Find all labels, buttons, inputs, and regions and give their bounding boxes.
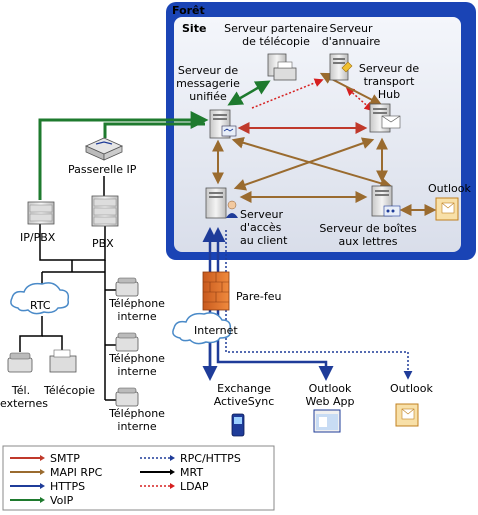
legend-arrowhead [40, 455, 45, 461]
legend-item-mrt-label: MRT [180, 466, 204, 479]
voip-link-gateway-um [103, 122, 205, 138]
hub-transport-server-icon [369, 103, 401, 133]
ip-pbx-label: IP/PBX [20, 231, 56, 244]
ip-pbx-icon [27, 201, 55, 225]
legend-arrowhead [40, 469, 45, 475]
mapi-link-hub-cas [233, 137, 375, 191]
mailbox-server-icon [371, 185, 401, 217]
legend-item-smtp-label: SMTP [50, 452, 80, 465]
external-phone-icon [7, 352, 33, 373]
outlook-bottom-icon [395, 403, 419, 427]
fax-label: Télécopie [44, 384, 96, 397]
legend-item-mapi-label: MAPI RPC [50, 466, 103, 479]
internet-cloud-icon [172, 312, 232, 345]
legend-box [2, 445, 275, 511]
legend-item-https-label: HTTPS [50, 480, 86, 493]
legend-swatches [10, 455, 175, 503]
pbx-icon [91, 195, 119, 227]
internal-phone-3-icon [115, 387, 139, 407]
directory-server-icon [329, 53, 353, 81]
fax-partner-server-icon [267, 53, 297, 81]
internal-phone-1-icon [115, 277, 139, 297]
ip-gateway-label: Passerelle IP [68, 163, 137, 176]
legend-arrowhead [170, 455, 175, 461]
legend-arrowhead [170, 469, 175, 475]
mrt-rtc-to-devices [19, 316, 43, 352]
rtc-label: RTC [30, 299, 51, 312]
outlook-top-icon [435, 197, 459, 221]
voip-link-ippbx-um [38, 111, 209, 200]
internal-phone-2-icon [115, 332, 139, 352]
mrt-rtc-to-fax [42, 335, 63, 352]
ip-gateway-icon [85, 137, 123, 161]
external-phone-label: Tél.externes [0, 384, 48, 410]
legend-item-voip-label: VoIP [50, 494, 74, 507]
client-access-server-icon [205, 187, 238, 219]
forest-title: Forêt [172, 4, 205, 17]
outlook-web-app-icon [313, 409, 341, 433]
outlook-top-label: Outlook [428, 182, 471, 195]
legend-arrowhead [170, 483, 175, 489]
outlook-bottom-label: Outlook [390, 382, 433, 395]
firewall-icon [202, 271, 230, 311]
pbx-label: PBX [92, 237, 114, 250]
fax-machine-icon [49, 349, 77, 373]
legend-item-rpchttps-label: RPC/HTTPS [180, 452, 241, 465]
internet-label: Internet [194, 324, 238, 337]
site-title: Site [182, 22, 207, 35]
legend-arrowhead [40, 497, 45, 503]
legend-arrowhead [40, 483, 45, 489]
legend-item-ldap-label: LDAP [180, 480, 209, 493]
unified-messaging-server-icon [209, 109, 237, 139]
voip-link-um-fax [227, 80, 271, 106]
rtc-cloud-icon [10, 282, 70, 315]
firewall-label: Pare-feu [236, 290, 282, 303]
mobile-device-icon [231, 413, 245, 437]
